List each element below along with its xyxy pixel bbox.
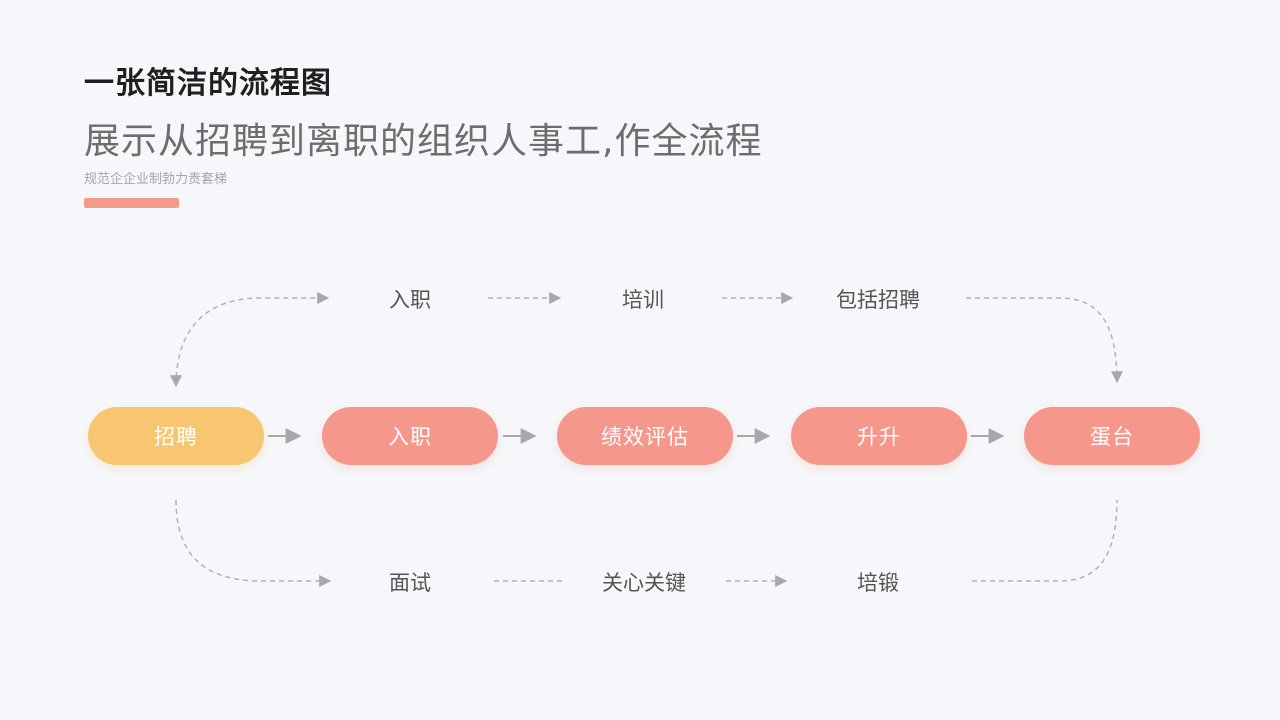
- stage-pill-promotion: 升升: [791, 407, 967, 465]
- stage-pill-recruit: 招聘: [88, 407, 264, 465]
- stage-pill-label: 蛋台: [1090, 425, 1134, 449]
- top-step-label: 培训: [622, 288, 664, 312]
- page-title: 一张简洁的流程图: [84, 66, 332, 101]
- stage-pill-label: 入职: [388, 425, 432, 449]
- stage-pill-label: 绩效评估: [601, 425, 689, 449]
- stage-pill-performance: 绩效评估: [557, 407, 733, 465]
- page-caption: 规范企企业制勃力责套梯: [84, 172, 228, 187]
- stage-pill-exit: 蛋台: [1024, 407, 1200, 465]
- top-arrow-loop-in: [170, 292, 330, 388]
- accent-bar: [84, 198, 179, 208]
- top-route: [170, 292, 1123, 388]
- bottom-route: [175, 499, 1118, 587]
- top-arrow-loop-out: [966, 297, 1123, 384]
- stage-pill-onboard: 入职: [322, 407, 498, 465]
- page-subtitle: 展示从招聘到离职的组织人事工,作全流程: [84, 121, 763, 162]
- bottom-step-label: 关心关键: [602, 571, 686, 595]
- stage-pill-label: 升升: [857, 425, 901, 449]
- bottom-step-label: 面试: [389, 571, 431, 595]
- top-step-label: 包括招聘: [836, 288, 920, 312]
- bottom-arrow-loop-in: [175, 499, 332, 587]
- stage-pill-label: 招聘: [154, 425, 198, 449]
- bottom-step-label: 培锻: [857, 571, 899, 595]
- bottom-connector-loop-out: [972, 499, 1118, 582]
- top-step-label: 入职: [389, 288, 431, 312]
